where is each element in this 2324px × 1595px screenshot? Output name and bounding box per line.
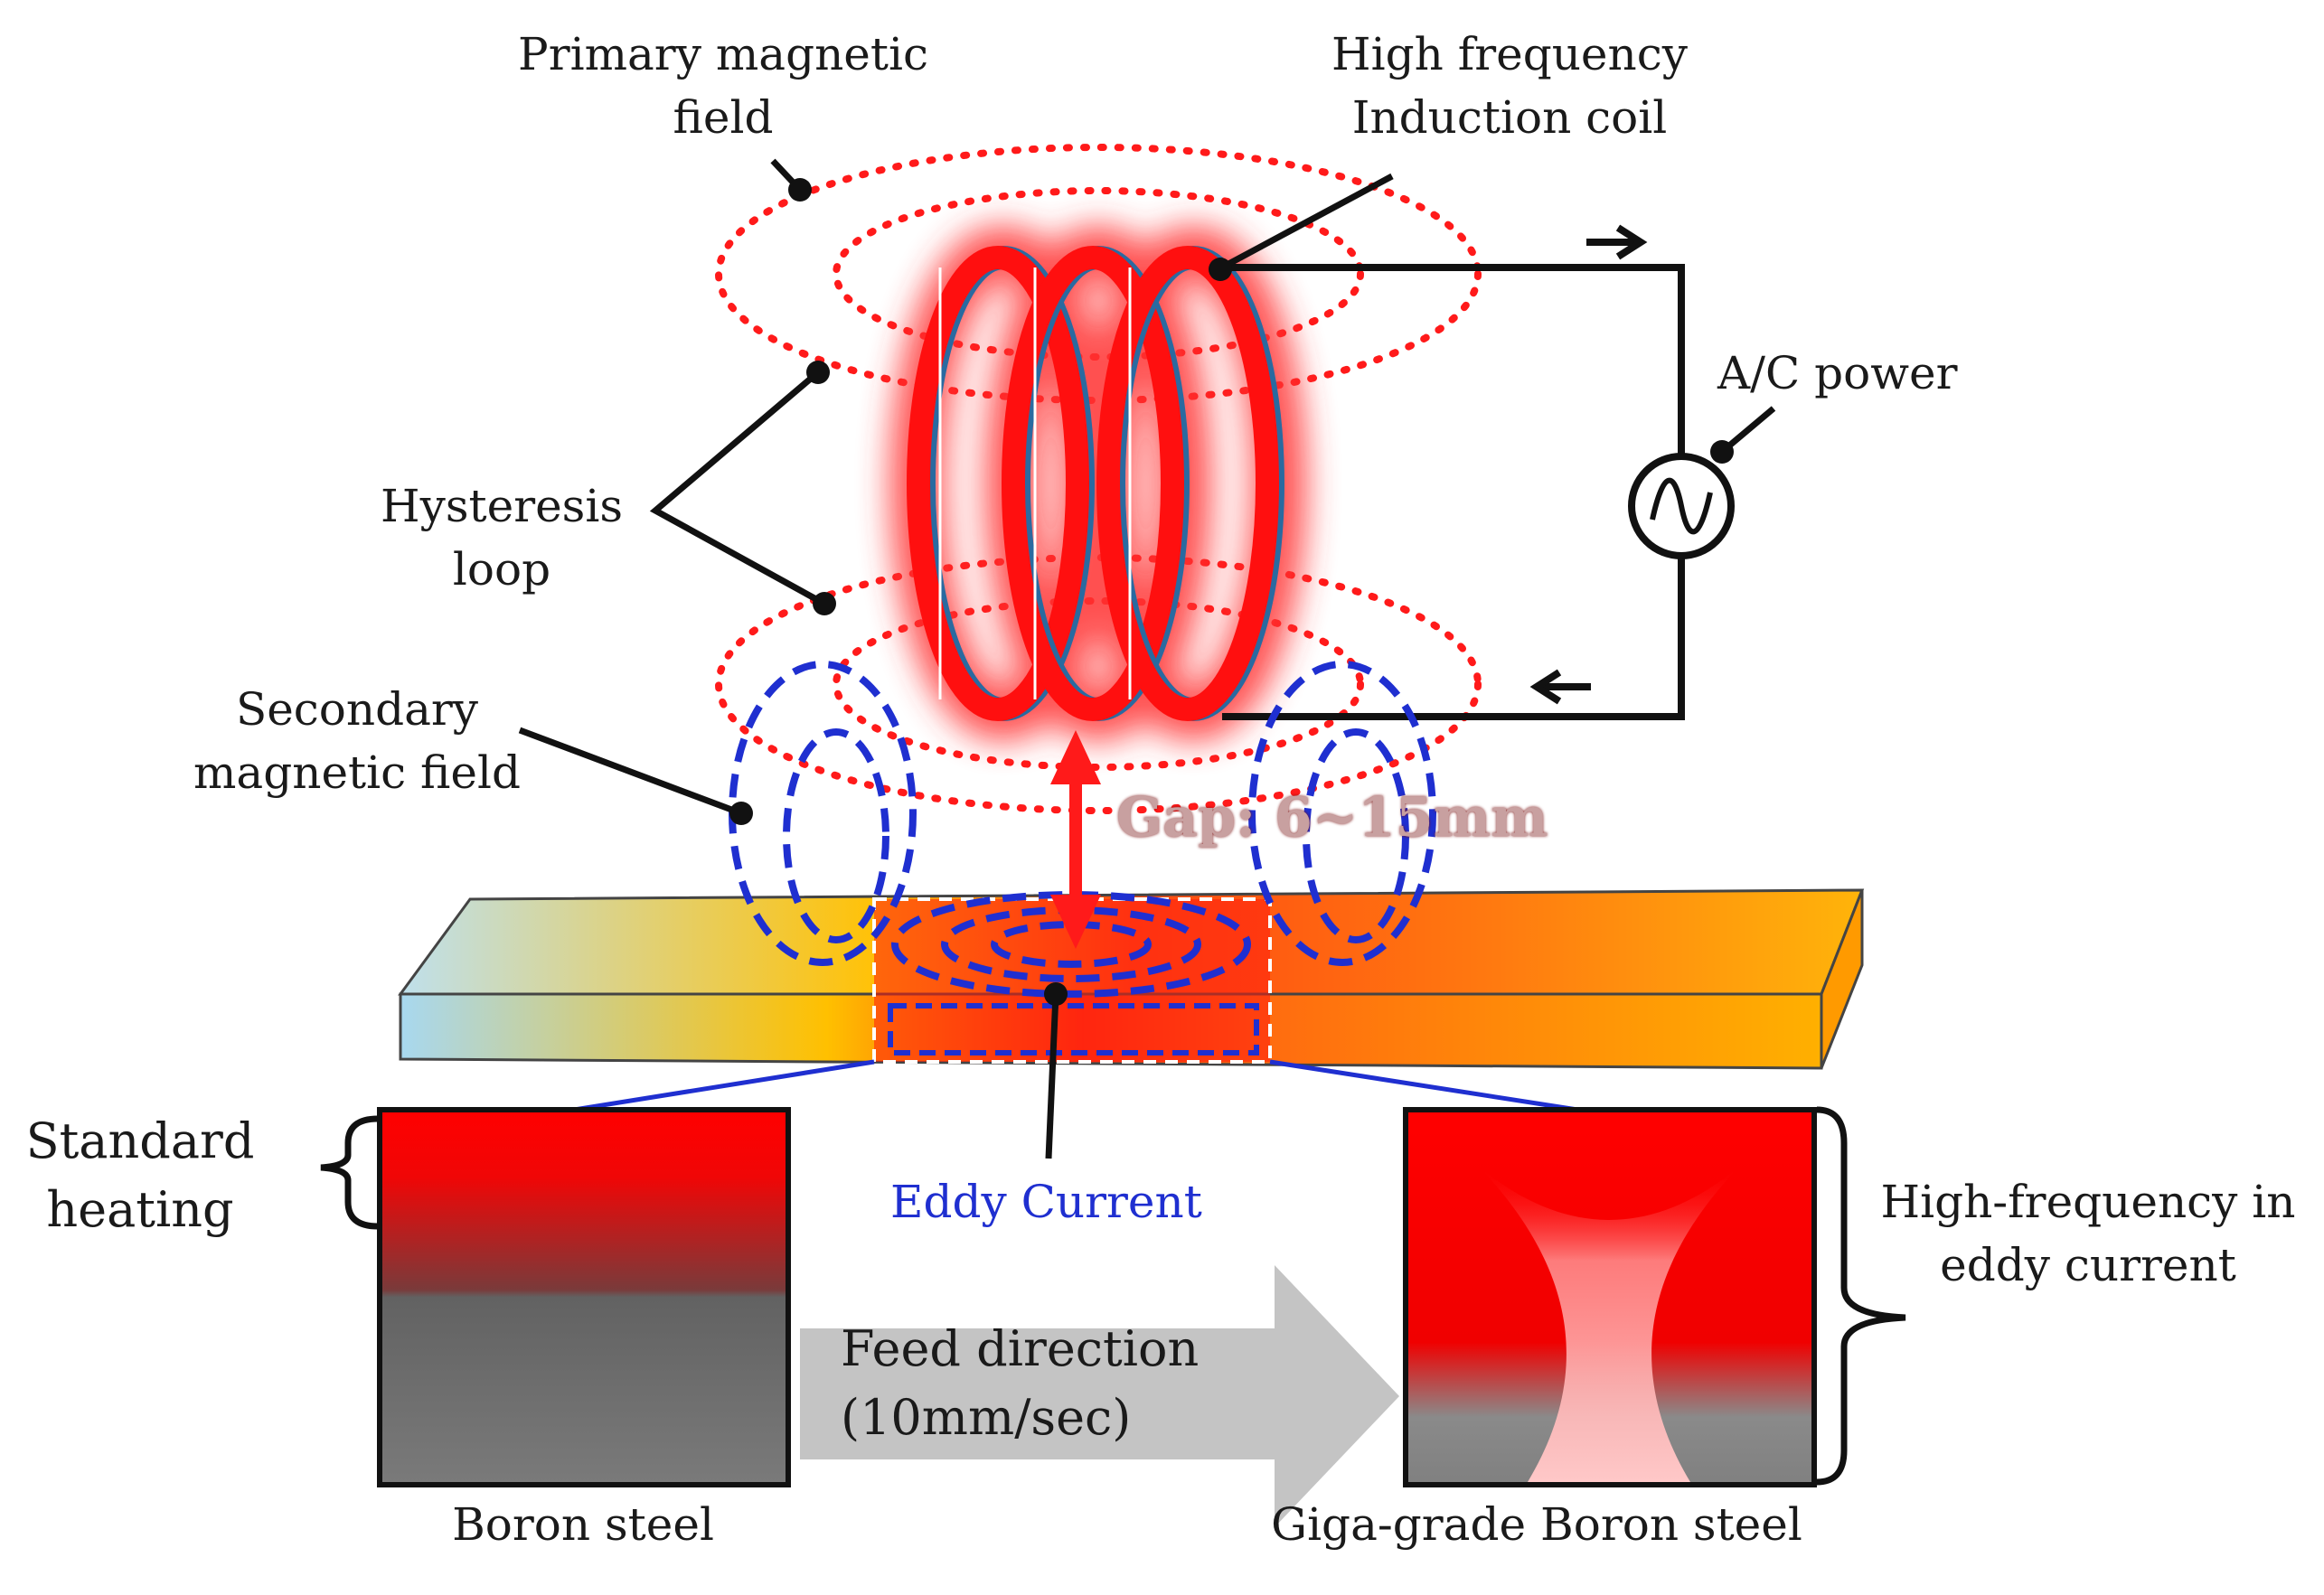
label-eddy-current: Eddy Current	[890, 1176, 1202, 1228]
leader-lines	[518, 158, 1776, 1159]
label-induction-coil: High frequency Induction coil	[1331, 28, 1688, 144]
giga-boron-steel-panel	[1403, 1107, 1817, 1487]
standard-heating-brace	[320, 1115, 379, 1230]
label-secondary-field: Secondary magnetic field	[193, 683, 521, 799]
label-hysteresis-loop: Hysteresis loop	[381, 480, 623, 596]
high-frequency-brace	[1816, 1106, 1906, 1486]
label-gap: Gap: 6~15mm	[1116, 786, 1548, 849]
feed-direction-arrow	[800, 1265, 1399, 1527]
label-feed-direction: Feed direction (10mm/sec)	[841, 1320, 1200, 1446]
boron-steel-panel	[377, 1107, 791, 1487]
label-high-frequency-eddy: High-frequency in eddy current	[1880, 1176, 2296, 1291]
label-primary-field: Primary magnetic field	[518, 28, 928, 144]
label-ac-power: A/C power	[1717, 347, 1958, 399]
gap-arrow	[1050, 730, 1101, 949]
leader-dots	[729, 178, 1734, 1006]
label-boron-steel: Boron steel	[452, 1498, 714, 1551]
ac-circuit	[1222, 224, 1735, 720]
zoom-connector	[573, 1059, 1578, 1112]
steel-workpiece	[398, 888, 1865, 1070]
label-standard-heating: Standard heating	[25, 1112, 255, 1238]
induction-coil	[890, 226, 1306, 741]
label-giga-boron-steel: Giga-grade Boron steel	[1271, 1498, 1802, 1551]
secondary-magnetic-field	[729, 661, 1436, 998]
